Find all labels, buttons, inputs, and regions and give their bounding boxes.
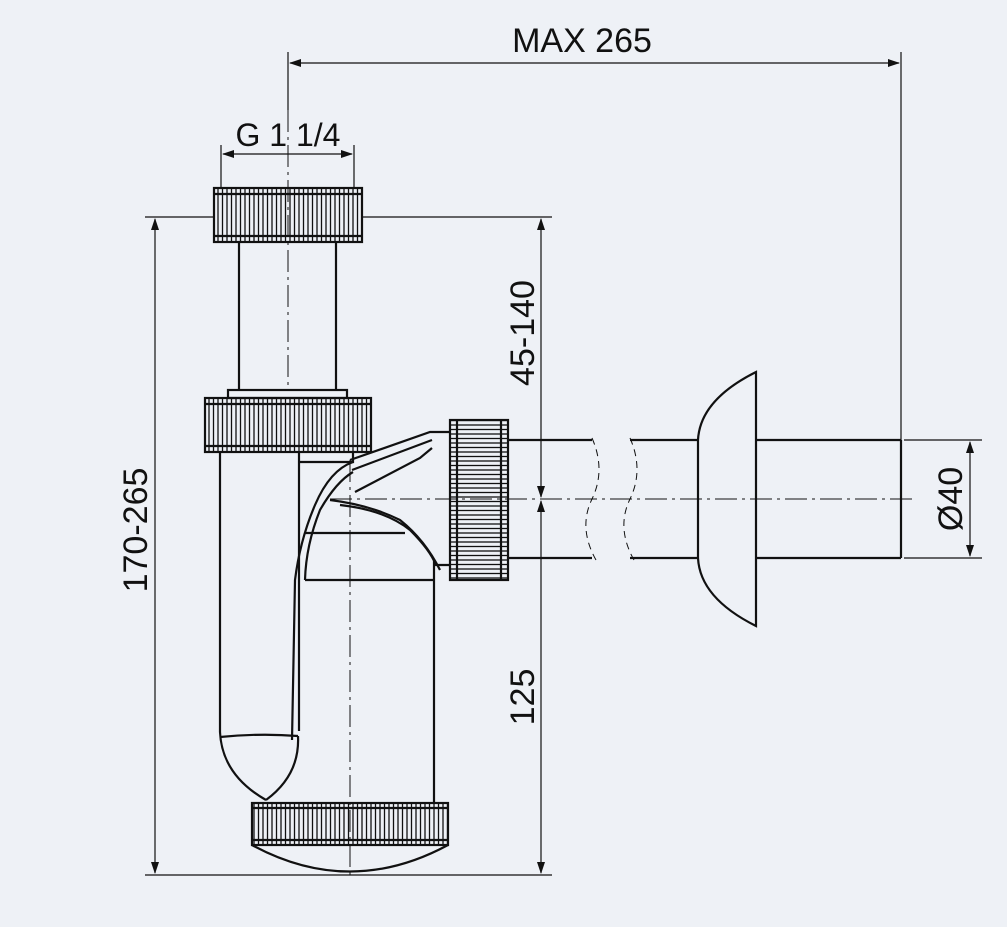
- outlet-nut: [448, 418, 510, 582]
- outlet-pipe: [508, 437, 698, 561]
- dimension-lines: [151, 59, 974, 874]
- bottom-cup: [250, 801, 450, 873]
- top-inlet-nut: [212, 186, 364, 244]
- center-lines: [287, 110, 915, 880]
- pipe-diameter-label: Ø40: [932, 467, 970, 531]
- dimension-labels: MAX 265 G 1 1/4 170-265 45-140 125 Ø40: [117, 22, 970, 725]
- inlet-height-label: 45-140: [504, 280, 542, 386]
- extension-lines: [145, 52, 982, 876]
- thread-size-label: G 1 1/4: [236, 117, 341, 153]
- wall-rosette: [696, 370, 903, 628]
- max-length-label: MAX 265: [512, 22, 652, 60]
- siphon-top-nut: [203, 396, 373, 454]
- siphon-body: [218, 430, 450, 803]
- total-height-label: 170-265: [117, 468, 155, 593]
- outlet-height-label: 125: [504, 669, 542, 726]
